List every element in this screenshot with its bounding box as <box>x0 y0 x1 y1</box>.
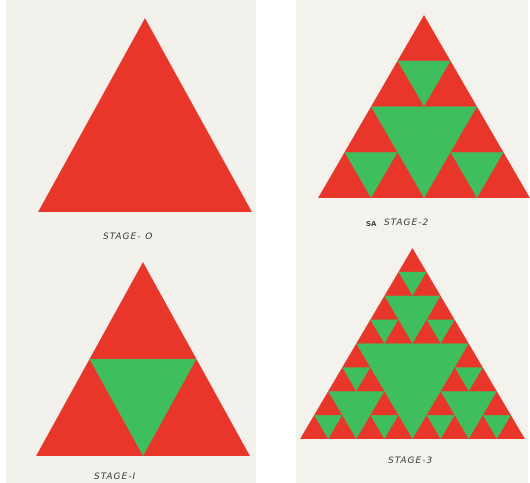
stage-2-triangle <box>318 15 530 198</box>
stage-0-caption: STAGE- O <box>103 232 153 242</box>
stage-2-mark: SA <box>366 220 376 228</box>
stage-3-caption: STAGE-3 <box>388 456 433 466</box>
stage-0-triangle <box>38 18 252 212</box>
outer-triangle <box>38 18 252 212</box>
stage-1-caption: STAGE-I <box>94 472 136 482</box>
stage-3-triangle <box>300 248 525 439</box>
stage-2-caption: STAGE-2 <box>384 218 429 228</box>
stage-1-triangle <box>36 262 250 456</box>
